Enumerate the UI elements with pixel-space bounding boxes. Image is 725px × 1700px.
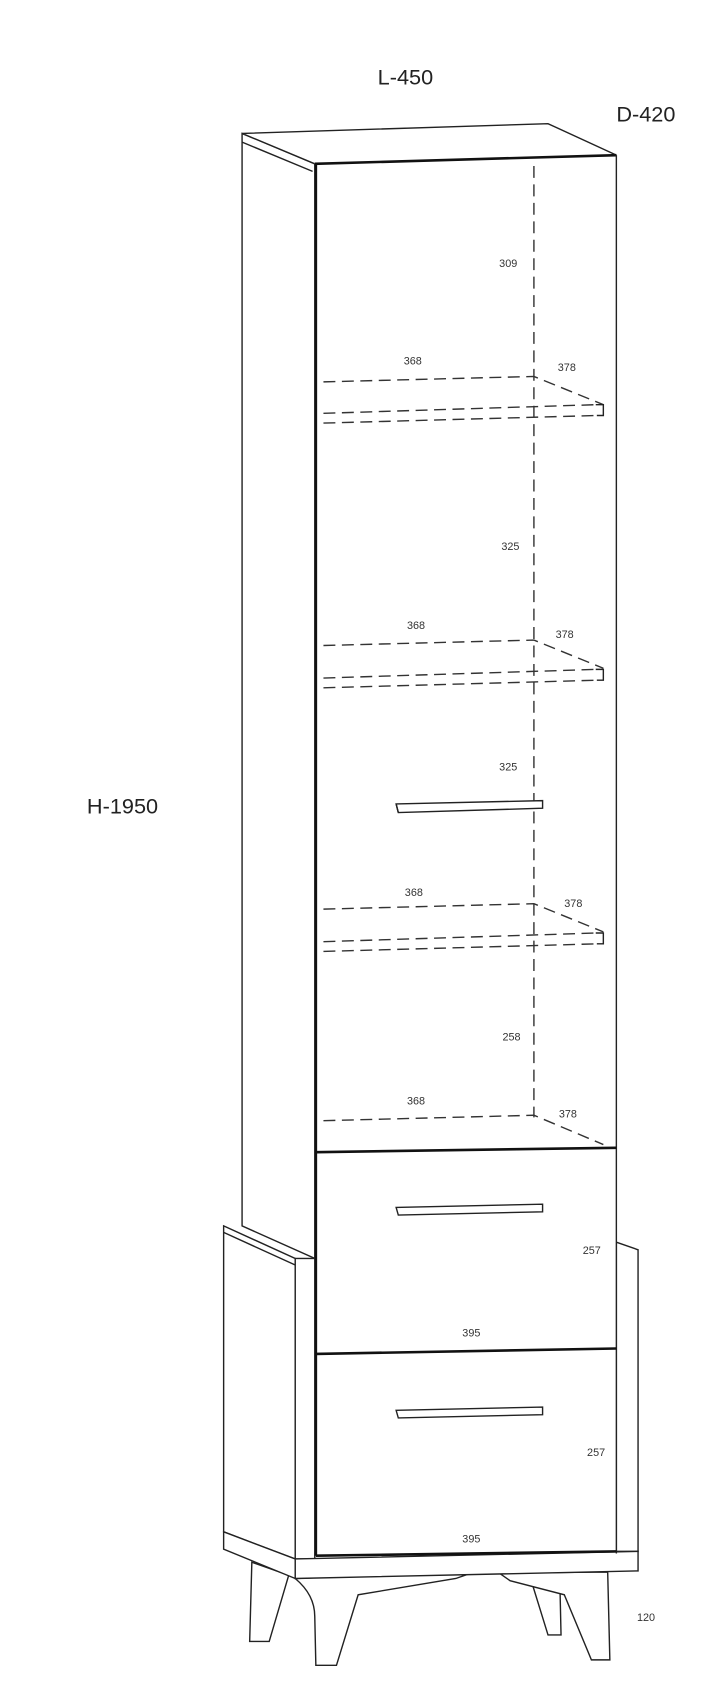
left-side-panel [241,132,316,1260]
base-right-side [615,1241,639,1553]
leg-front-left [293,1570,478,1666]
depth-label: D-420 [616,102,675,127]
dim-shelf-depth: 378 [564,898,582,910]
shelf-3 [323,902,605,953]
door-handle [395,799,544,814]
cabinet-body [314,159,617,1552]
dim-shelf-depth: 378 [559,1108,577,1120]
dim-top-height: 309 [499,258,517,270]
dim-shelf-width: 368 [407,1095,425,1107]
dim-shelf-width: 368 [405,887,423,899]
dim-compartment-height: 325 [501,541,519,553]
dim-compartment-height: 258 [502,1031,520,1043]
dim-drawer-height: 257 [587,1447,605,1459]
shelf-bottom [323,1114,604,1146]
dim-shelf-width: 368 [407,620,425,632]
dim-shelf-depth: 378 [558,362,576,374]
dim-drawer-width: 395 [462,1328,480,1340]
dim-shelf-depth: 378 [556,629,574,641]
shelf-1 [323,375,605,424]
dim-drawer-height: 257 [583,1245,601,1257]
dim-compartment-height: 325 [499,761,517,773]
height-label: H-1950 [87,794,158,819]
dim-leg-height: 120 [637,1612,655,1624]
width-label: L-450 [378,65,433,90]
dim-drawer-width: 395 [462,1534,480,1546]
dim-shelf-width: 368 [404,356,422,368]
shelf-2 [323,639,605,689]
drawer-1-handle [395,1203,544,1216]
drawer-2-handle [395,1406,544,1419]
base-left-front-edge [294,1257,316,1560]
base-left-side [222,1224,296,1560]
